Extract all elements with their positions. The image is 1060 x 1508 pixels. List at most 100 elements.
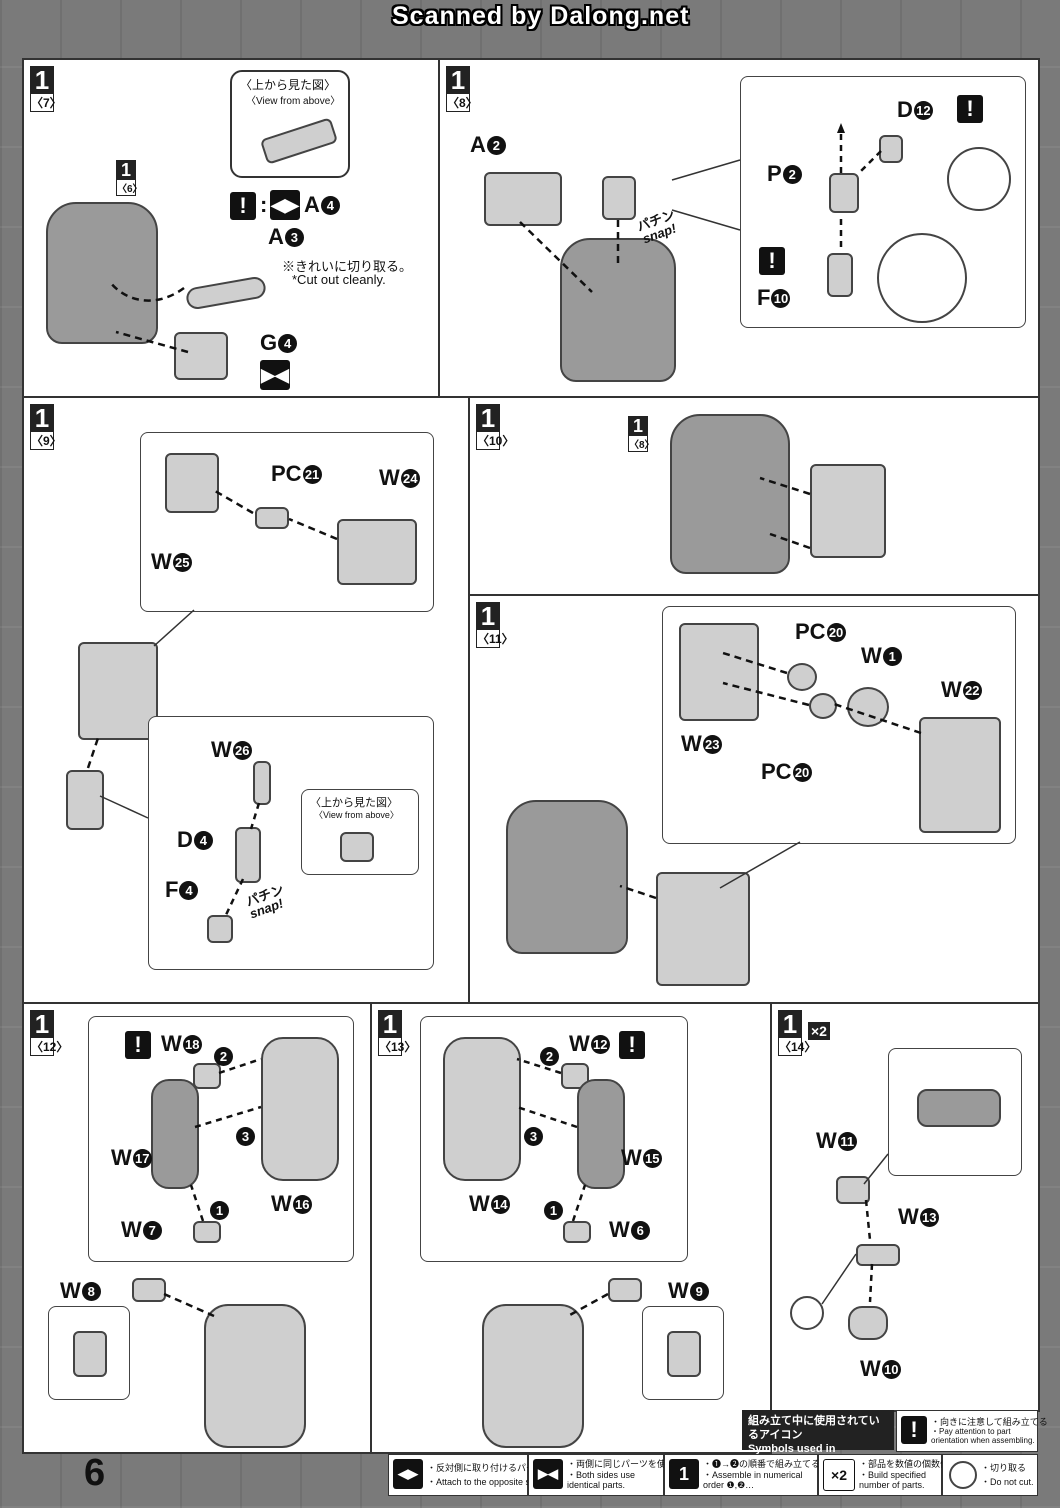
part-g4 [174,332,228,380]
legend-cut: ・切り取る ・Do not cut. [942,1454,1038,1496]
part-w17 [151,1079,199,1189]
legend-header: 組み立て中に使用されているアイコン Symbols used in instru… [742,1410,894,1469]
attention-icon: ! [957,95,983,123]
opposite-side-icon: ◀▶ [270,190,300,220]
part-w22 [919,717,1001,833]
attention-icon: ! [759,247,785,275]
shoulder-joint [66,770,104,830]
part-w18 [193,1063,221,1089]
step-9-badge: 1 〈9〉 [30,403,62,450]
part-w11 [836,1176,870,1204]
part-f10 [827,253,853,297]
torso-assembly-11 [506,800,628,954]
part-w1 [847,687,889,727]
attention-icon: ! [901,1416,927,1444]
both-sides-icon: ▶◀ [260,360,290,390]
part-w8-detail [73,1331,107,1377]
arm-assembly-12 [204,1304,306,1448]
multiply-icon: ×2 [823,1459,855,1491]
step-10-panel: 1 〈10〉 1 〈8〉 [468,396,1040,596]
part-pc20-b [809,693,837,719]
step-7-ref-badge: 1 〈6〉 [116,160,143,196]
build-x2-badge: ×2 [808,1022,830,1040]
part-w10 [848,1306,888,1340]
attention-icon: ! [619,1031,645,1059]
part-w15 [577,1079,625,1189]
legend-opposite: ◀▶ ・反対側に取り付けるパーツ ・Attach to the opposite… [388,1454,545,1496]
part-w8 [132,1278,166,1302]
order-icon: 1 [669,1459,699,1489]
step-8-arrows [519,159,741,293]
attention-icon: ! [125,1031,151,1059]
hand-assembly [917,1089,1001,1127]
arm-assembly-13 [482,1304,584,1448]
order-1: 1 [543,1197,563,1223]
step-7-panel: 1 〈7〉 1 〈6〉 〈上から見た図〉 〈View from above〉 !… [22,58,440,398]
head-joint [602,176,636,220]
step-10-arrows [759,476,811,550]
part-w9-detail [667,1331,701,1377]
part-w23 [679,623,759,721]
w8-detail [48,1306,130,1400]
part-w7 [193,1221,221,1243]
part-w24 [337,519,417,585]
step-12-arrows [163,1292,215,1318]
part-pc21 [255,507,289,529]
order-2: 2 [539,1043,559,1069]
part-top-view [340,832,374,862]
legend-count: ×2 ・部品を数値の個数作る ・Build specified number o… [818,1454,958,1496]
cut-note-en: *Cut out cleanly. [292,272,386,287]
step-11-arrows [619,841,801,900]
step-7-badge: 1 〈7〉 [30,65,62,112]
legend-attention: ! ・向きに注意して組み立てる ・Pay attention to part o… [896,1410,1048,1452]
do-not-cut-icon [949,1461,977,1489]
part-p2 [829,173,859,213]
legend-order: 1 ・❶→❷の順番で組み立てる ・Assemble in numerical o… [664,1454,820,1496]
step-13-arrows [567,1292,609,1318]
page-number: 6 [84,1452,106,1494]
part-d4 [235,827,261,883]
part-pc20-a [787,663,817,691]
shoulder-assembly-11 [656,872,750,986]
step-7-arrows [109,281,189,354]
step-9-arrows [86,609,195,819]
torso-assembly [46,202,158,344]
both-sides-icon: ▶◀ [533,1459,563,1489]
part-w16 [261,1037,339,1181]
order-2: 2 [213,1043,233,1069]
step-14-result [888,1048,1022,1176]
d12-detail-circle [947,147,1011,211]
